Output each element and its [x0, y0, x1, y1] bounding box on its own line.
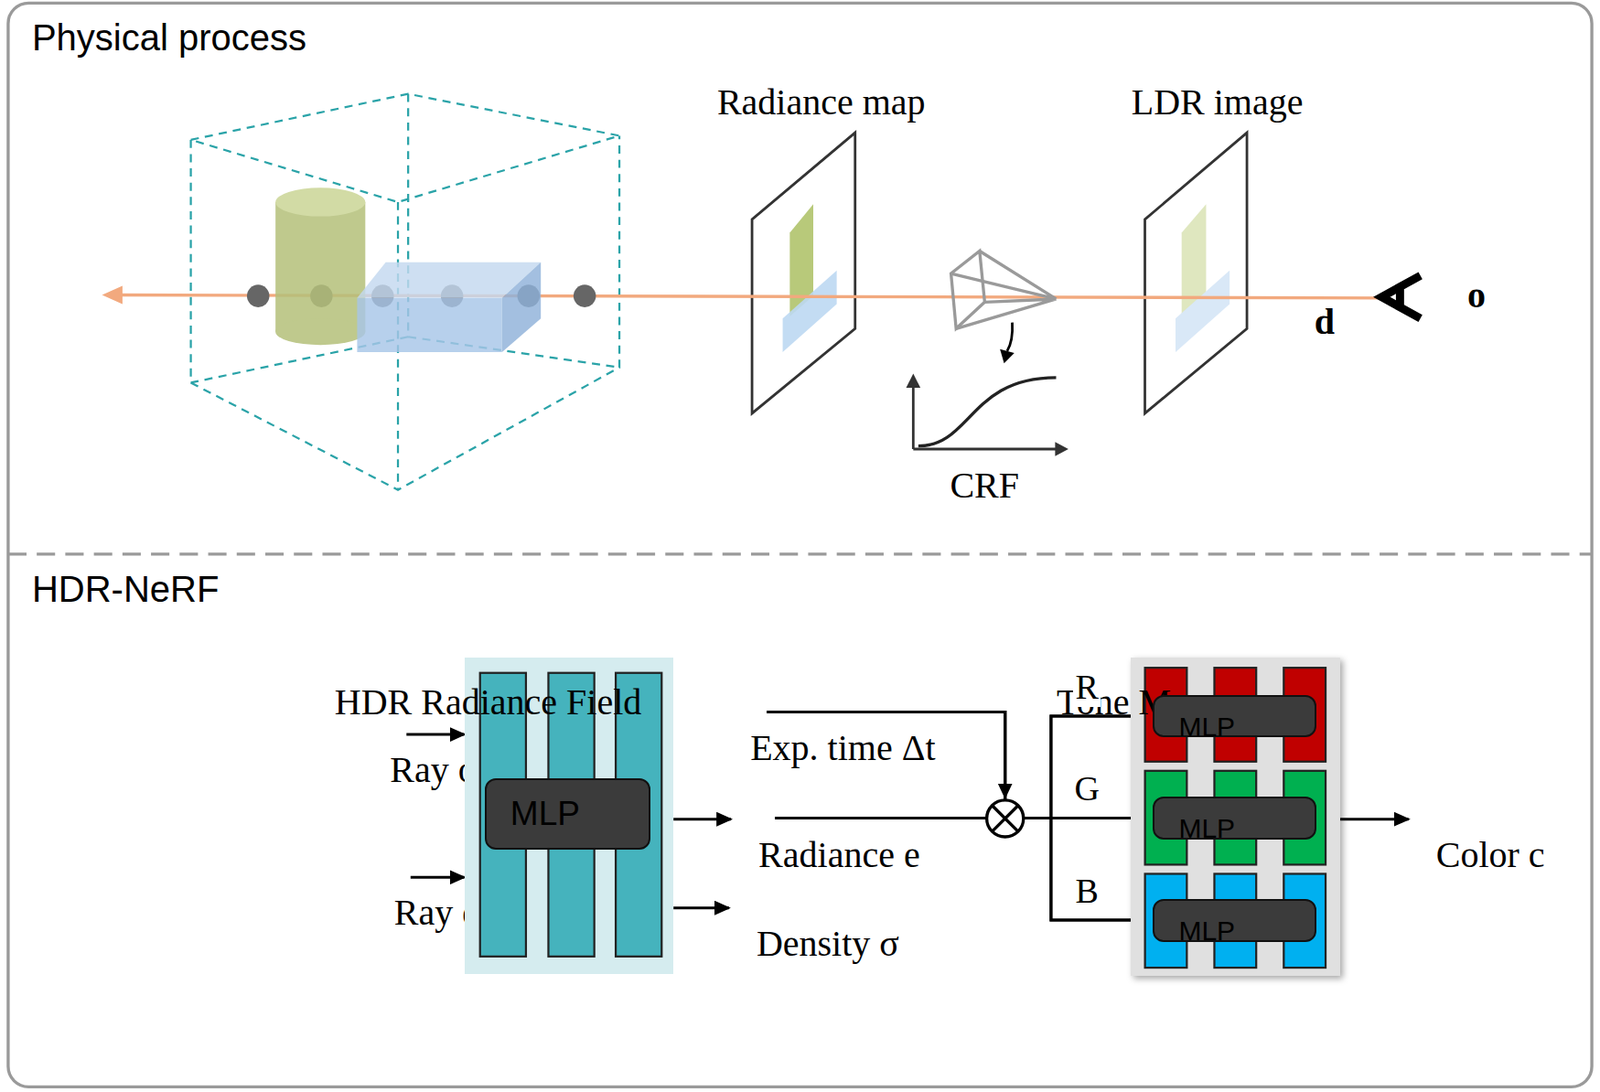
connector-arrow [406, 733, 464, 737]
cube-sides [191, 135, 620, 490]
plane [1145, 132, 1248, 414]
connector-arrow [673, 906, 730, 910]
cube-top [191, 94, 620, 203]
ldr-image-plane [1145, 132, 1248, 414]
origin-symbol: o [1467, 274, 1486, 317]
cylinder-top [275, 187, 366, 216]
plane-label: Radiance map [717, 81, 926, 124]
cylinder [275, 187, 366, 345]
node-text: MLP [1178, 915, 1235, 947]
channel-label: R [1073, 667, 1100, 709]
block-caption: HDR Radiance Field [334, 681, 643, 724]
plane-blue [1175, 270, 1230, 353]
sample-point [573, 284, 597, 308]
direction-symbol: d [1314, 300, 1335, 344]
node-text: MLP [1178, 711, 1235, 743]
radiance-field-block: HDR Radiance FieldMLP [464, 657, 675, 975]
node-text: MLP [1178, 813, 1235, 845]
mlp-box: MLP [1152, 899, 1316, 943]
ray-head [102, 285, 123, 304]
frustum-edges [951, 251, 1057, 330]
crf-axes [912, 386, 1057, 450]
cuboid [356, 262, 541, 353]
node-text: Density σ [756, 923, 900, 966]
channel-label: B [1073, 871, 1100, 913]
panel: HDR-NeRFRay origin oRay direction dHDR R… [8, 554, 1592, 1087]
curve-label: CRF [949, 464, 1020, 507]
bounding-cube [191, 94, 620, 491]
multiply-op [987, 783, 1024, 838]
plane-label: LDR image [1131, 81, 1304, 124]
connector-arrow [1340, 817, 1409, 821]
crf-pointer [1007, 322, 1013, 352]
plane-blue [783, 270, 838, 353]
radiance-map-plane [751, 132, 856, 414]
connector-arrow [673, 817, 731, 821]
crf-curve [918, 377, 1057, 447]
cylinder-body [275, 202, 366, 333]
outer-frame [8, 2, 1592, 1087]
node-text: MLP [510, 794, 580, 834]
axis-head [906, 373, 922, 388]
panel-title: Physical process [32, 17, 307, 59]
mlp-box: MLP [1152, 695, 1316, 739]
cylinder-bottom [275, 318, 366, 345]
cube-back [191, 94, 620, 384]
plane [751, 132, 856, 414]
cuboid-front [356, 298, 502, 353]
sample-point [246, 284, 270, 308]
node-text: Radiance e [758, 834, 921, 877]
mlp-box: MLP [1152, 796, 1316, 840]
connector-arrow [410, 876, 465, 880]
multiply-input-head [998, 783, 1013, 800]
axis-head [1054, 441, 1069, 457]
eye-symbol [1381, 275, 1420, 319]
node-text: Color c [1436, 834, 1546, 877]
crf-plot [906, 373, 1069, 456]
multiply-cross [992, 805, 1019, 832]
multiply-circle [987, 800, 1024, 838]
crf-pointer-head [999, 349, 1015, 365]
mlp-box: MLP [484, 778, 651, 850]
cuboid-side [502, 262, 541, 353]
camera-frustum [951, 251, 1057, 330]
frustum-base [951, 251, 986, 330]
channel-label: G [1072, 769, 1101, 810]
panel-divider [8, 552, 1592, 556]
tone-mapper-block: Tone MapperMLPMLPMLP [1130, 657, 1341, 977]
panel-title: HDR-NeRF [32, 569, 219, 611]
node-text: Exp. time Δt [750, 727, 935, 770]
